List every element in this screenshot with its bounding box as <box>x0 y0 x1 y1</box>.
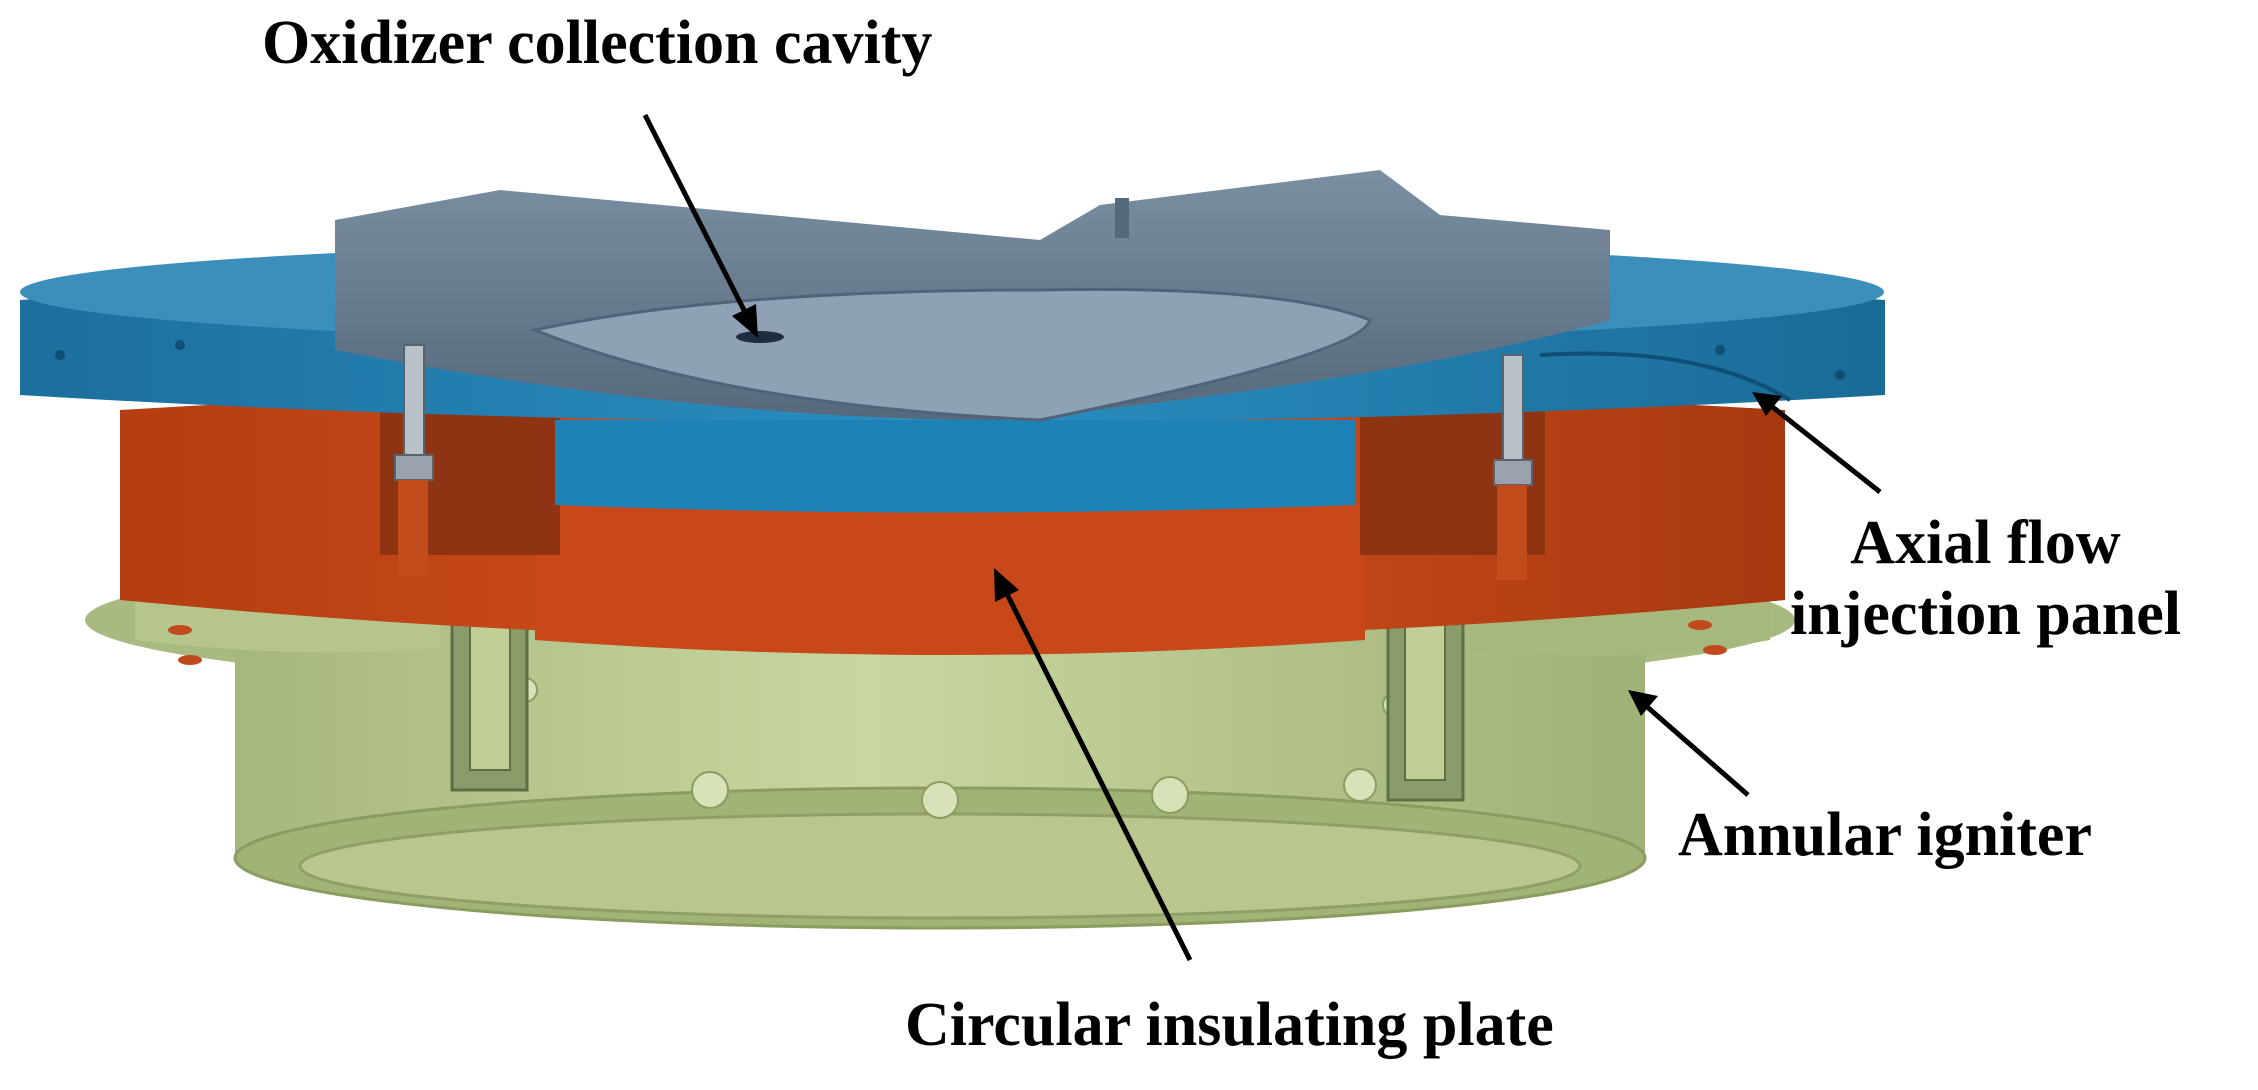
bolt-left <box>394 344 434 575</box>
insulating-plate-label: Circular insulating plate <box>905 991 1554 1059</box>
annular-igniter-label: Annular igniter <box>1678 801 2092 869</box>
axial-panel-label-line1: Axial flow <box>1850 509 2121 577</box>
oxidizer-cavity-body <box>335 170 1610 422</box>
arrow-annular-igniter <box>1628 690 1750 797</box>
oxidizer-cavity-label: Oxidizer collection cavity <box>262 9 933 77</box>
arrow-axial-panel <box>1752 392 1882 494</box>
arrow-oxidizer-cavity <box>642 113 758 338</box>
arrow-insulating-plate <box>994 568 1193 962</box>
bolt-right <box>1493 354 1533 580</box>
axial-panel-label-line2: injection panel <box>1790 580 2181 649</box>
insulating-plate-body <box>120 385 1785 655</box>
axial-panel-label: Axial flow injection panel <box>1790 508 2181 651</box>
